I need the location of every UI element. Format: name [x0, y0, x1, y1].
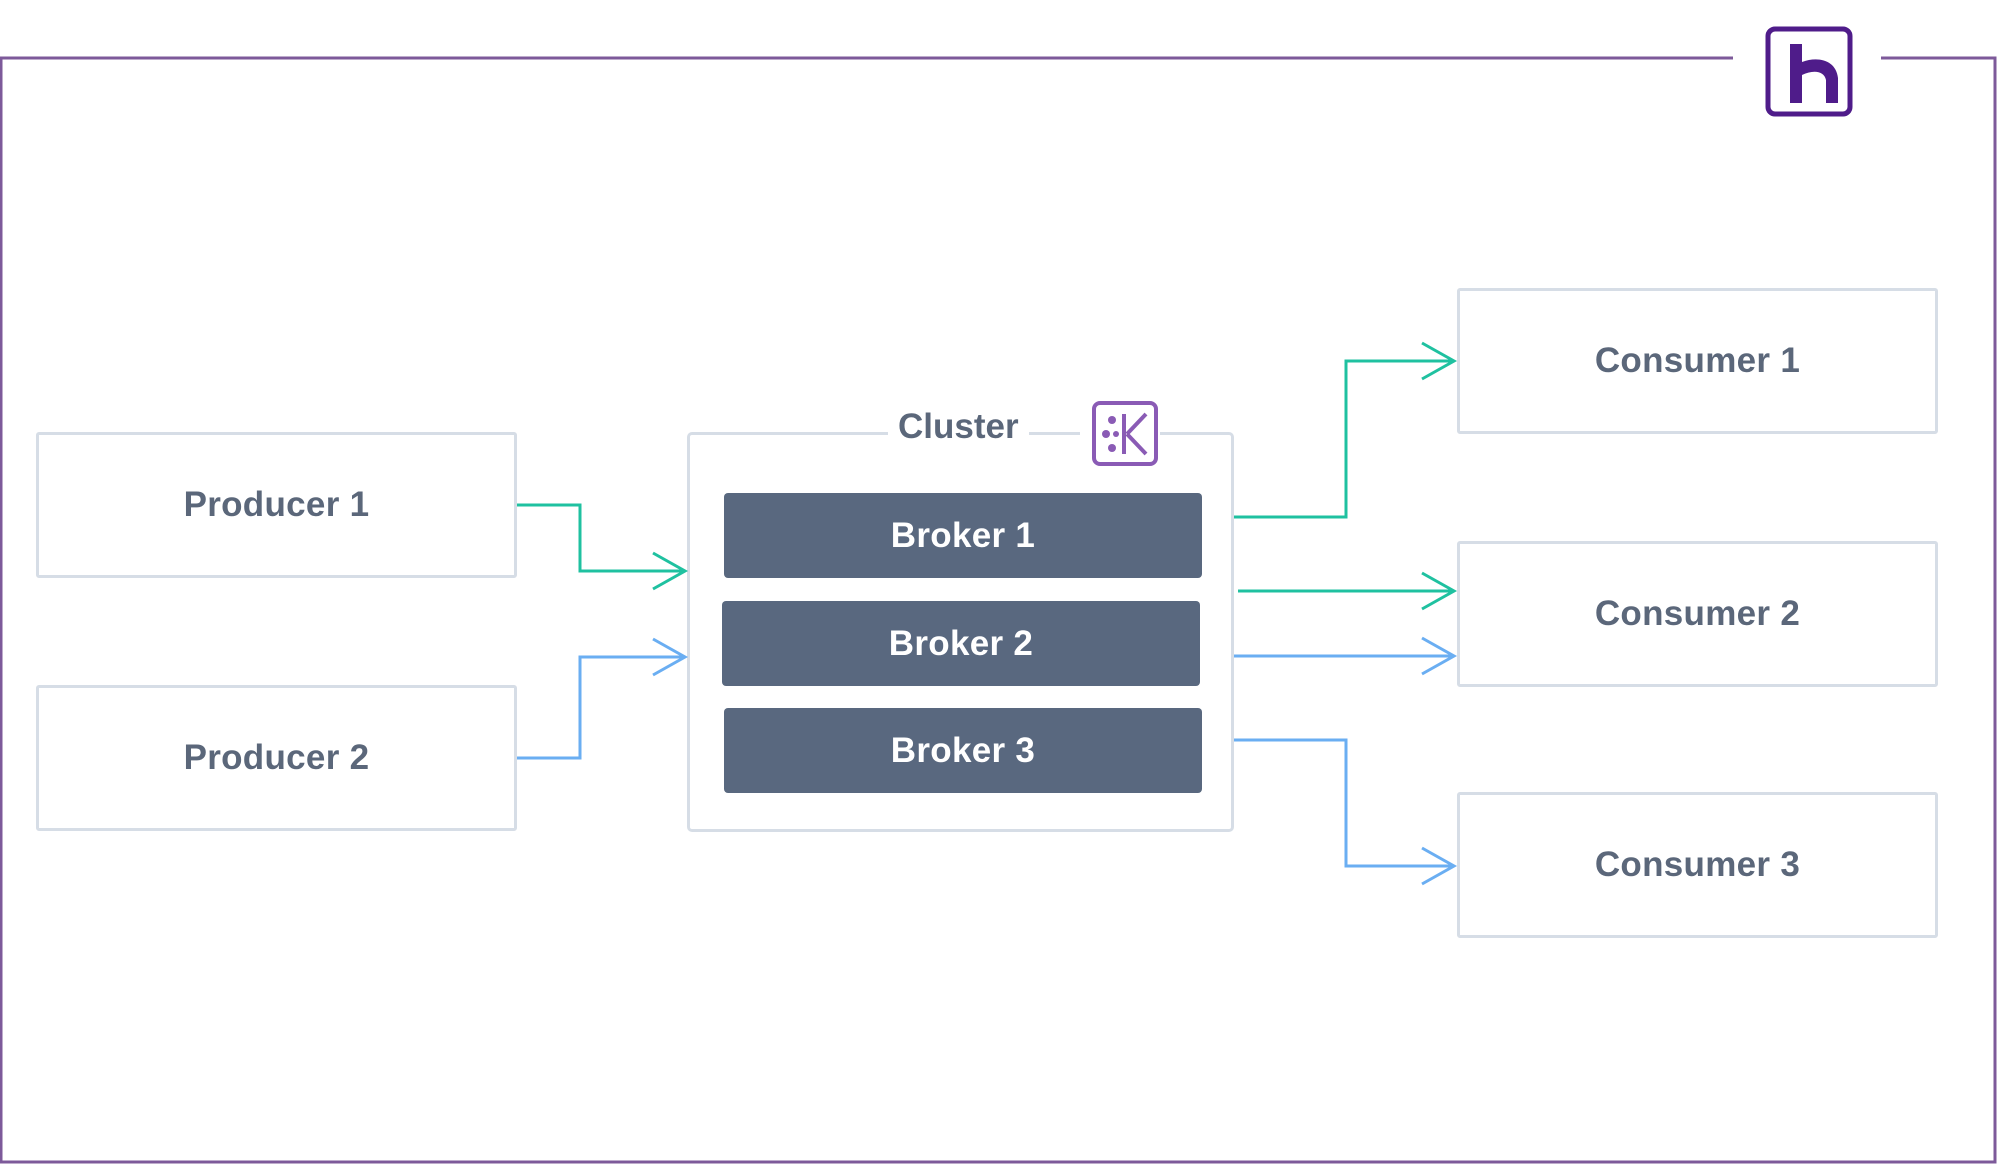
- producer-box[interactable]: Producer 1: [36, 432, 517, 578]
- arrow-cluster-to-consumer1: [1234, 341, 1458, 519]
- consumer-label: Consumer 3: [1594, 845, 1801, 884]
- consumer-box[interactable]: Consumer 2: [1457, 541, 1938, 687]
- broker-box[interactable]: Broker 3: [724, 708, 1202, 793]
- broker-label: Broker 3: [890, 730, 1036, 770]
- consumer-label: Consumer 2: [1594, 594, 1801, 633]
- consumer-box[interactable]: Consumer 1: [1457, 288, 1938, 434]
- broker-box[interactable]: Broker 2: [722, 601, 1200, 686]
- producer-label: Producer 1: [183, 485, 370, 524]
- producer-box[interactable]: Producer 2: [36, 685, 517, 831]
- broker-box[interactable]: Broker 1: [724, 493, 1202, 578]
- arrow-producer1-to-cluster: [517, 503, 689, 591]
- arrow-cluster-to-consumer2-blue: [1234, 636, 1458, 676]
- arrow-cluster-to-consumer3: [1234, 738, 1458, 886]
- cluster-title: Cluster: [888, 407, 1029, 447]
- consumer-label: Consumer 1: [1594, 341, 1801, 380]
- broker-label: Broker 1: [890, 515, 1036, 555]
- arrow-producer2-to-cluster: [517, 637, 689, 760]
- broker-label: Broker 2: [888, 623, 1034, 663]
- arrow-cluster-to-consumer2-green: [1238, 571, 1458, 611]
- producer-label: Producer 2: [183, 738, 370, 777]
- consumer-box[interactable]: Consumer 3: [1457, 792, 1938, 938]
